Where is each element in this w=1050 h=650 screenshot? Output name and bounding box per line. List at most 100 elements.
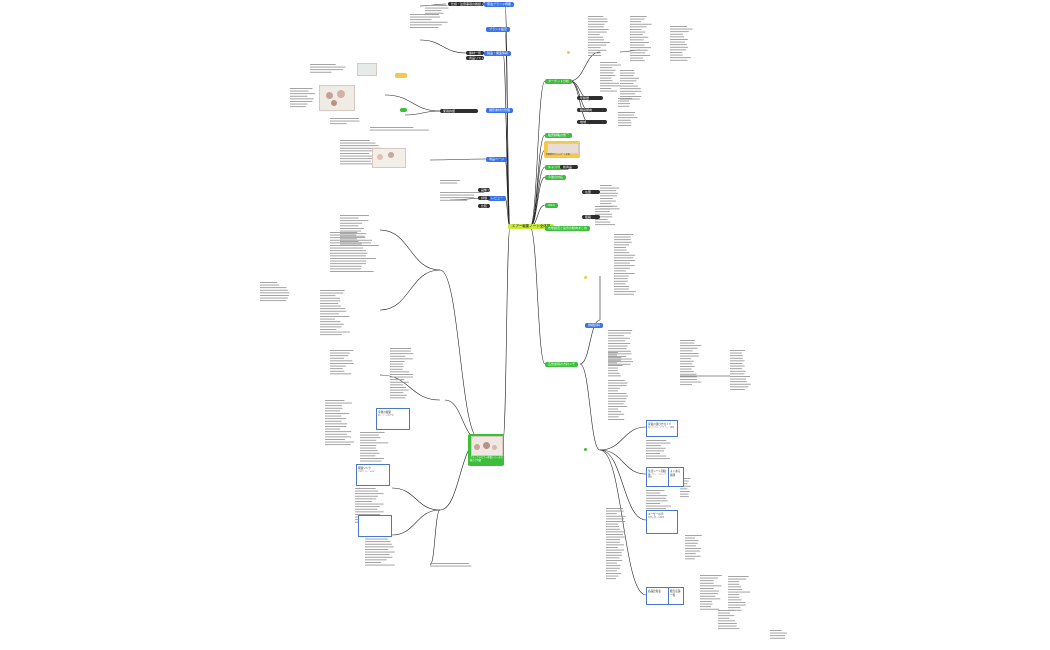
leaf-text-line (355, 503, 384, 505)
leaf-text-line (355, 508, 378, 510)
dark-node-assets[interactable]: 素材一覧 (466, 51, 484, 55)
leaf-text-line (290, 106, 306, 108)
leaf-text-line (608, 411, 622, 413)
leaf-text-line (730, 370, 746, 372)
status-dot-green-1 (566, 134, 569, 137)
leaf-text-line (325, 441, 354, 443)
leaf-text-line (728, 594, 740, 596)
leaf-text-line (614, 236, 631, 238)
info-card-8[interactable]: 関連リンク 公式サイト・SNS (356, 464, 390, 486)
info-card-9[interactable] (358, 515, 392, 537)
branch-sales-strategy[interactable]: 販売戦略の整理 (545, 133, 573, 138)
info-card-1-title: 家電の選び方ガイド (648, 423, 672, 426)
photo-tag-2[interactable] (400, 108, 407, 112)
photo-tag-1[interactable] (395, 73, 407, 78)
dark-node-spec-memo[interactable]: 仕様・注意事項の確認メモ（重要） (448, 2, 484, 6)
leaf-text-line (728, 591, 750, 593)
branch-brand-overview[interactable]: 家電ブランド概要 (484, 2, 515, 7)
leaf-text-line (680, 373, 697, 375)
leaf-text-line (608, 403, 624, 405)
leaf-text-line (340, 238, 357, 240)
root-node[interactable]: エアー編集ノート全体図 (508, 224, 555, 229)
leaf-text-line (310, 66, 346, 68)
leaf-text-line (608, 343, 631, 344)
info-card-5[interactable]: 商品比較表 (646, 587, 670, 605)
branch-products[interactable]: 製品・関連情報 (484, 51, 512, 56)
leaf-text-line (600, 82, 619, 84)
branch-target-analysis[interactable]: ターゲット分析 (545, 79, 573, 84)
branch-campaign[interactable]: キャンペーン (545, 165, 569, 170)
leaf-text-line (430, 565, 472, 567)
leaf-text-line (608, 354, 617, 356)
dark-node-rating[interactable]: 評価 (478, 196, 490, 200)
branch-brand-settings[interactable]: ブランド設定 (486, 27, 511, 32)
leaf-text-line (330, 242, 372, 244)
dark-node-license[interactable]: 使用許諾 (440, 109, 478, 113)
leaf-text-line (340, 150, 372, 152)
connector-sub-right-5 (579, 363, 601, 451)
leaf-text-line (730, 365, 745, 367)
leaf-text-line (680, 345, 702, 347)
branch-reviews[interactable]: レビュー (488, 196, 507, 201)
leaf-text-line (718, 625, 737, 627)
leaf-text-line (588, 16, 604, 17)
highlight-card[interactable]: 季節限定キャンペーン企画 (544, 141, 580, 158)
dark-node-image-folder[interactable]: 画像フォルダ (478, 188, 490, 192)
leaf-text-line (290, 90, 309, 92)
branch-market-research[interactable]: 市場調査と競合の動向まとめ (545, 226, 591, 231)
product-photo-3[interactable] (372, 148, 406, 168)
leaf-text-line (340, 230, 361, 232)
leaf-text-line (390, 384, 404, 386)
leaf-text-line (670, 28, 693, 30)
leaf-text-line (320, 316, 350, 317)
feature-card[interactable]: ナチュラルカラー家電シリーズの魅力と特徴 (468, 434, 504, 466)
info-card-7[interactable]: 今後の展開 新シリーズの予定 (376, 408, 410, 430)
branch-product-page[interactable]: 商品ページ (486, 157, 507, 162)
dark-node-age[interactable]: 年齢層 (577, 96, 603, 100)
leaf-text-line (325, 410, 340, 412)
connector-sub-left-7 (439, 269, 481, 441)
product-photo-2[interactable] (319, 85, 355, 111)
connector-sub-left-13 (391, 509, 441, 536)
dark-node-region[interactable]: 地域 (577, 120, 607, 124)
leaf-text-line (606, 521, 626, 522)
leaf-text-line (330, 360, 353, 362)
leaf-text-line (680, 491, 690, 492)
info-card-7-title: 今後の展開 (378, 411, 391, 414)
dark-node-compare[interactable]: 比較 (478, 204, 490, 208)
info-card-2[interactable]: 生活シーン別提案 キッチン・リビング・寝室 (646, 467, 670, 487)
branch-next-actions[interactable]: 今後の対応 (545, 175, 567, 180)
dark-node-buying[interactable]: 購買傾向 (577, 108, 607, 112)
branch-qa[interactable]: Q&A (545, 203, 558, 208)
leaf-text-line (646, 450, 664, 452)
branch-photo-assets[interactable]: 撮影素材の管理 (486, 108, 514, 113)
leaf-text-line (728, 581, 740, 583)
leaf-text-line (606, 536, 625, 538)
leaf-text-line (646, 442, 671, 444)
leaf-text-line (600, 80, 613, 82)
leaf-text-line (355, 501, 372, 502)
leaf-text-line (606, 508, 623, 509)
info-card-6[interactable]: 販売店舗一覧 (668, 587, 684, 605)
dark-node-stock[interactable]: 在庫 (582, 190, 600, 194)
leaf-text-line (330, 239, 372, 241)
dark-node-new[interactable]: 新商品 (560, 165, 578, 169)
feature-card-label: ナチュラルカラー家電シリーズの魅力と特徴 (470, 456, 503, 462)
leaf-text-line (618, 122, 632, 124)
branch-ad-policy[interactable]: 広告運用の方針メモ (545, 362, 579, 367)
mid-blue-node[interactable]: 詳細資料 (585, 323, 603, 328)
product-photo-1[interactable] (357, 63, 377, 76)
connector-sub-right-8 (599, 449, 647, 521)
leaf-text-line (410, 27, 439, 28)
leaf-text-line (680, 353, 699, 354)
leaf-text-line (700, 580, 714, 582)
leaf-text-line (606, 526, 619, 528)
leaf-text-line (680, 355, 699, 357)
info-card-1[interactable]: 家電の選び方ガイド 使いやすさ・デザイン・価格 (646, 420, 678, 437)
leaf-text-line (325, 439, 346, 440)
info-card-4[interactable]: ユーザーの声 実際に使った感想 (646, 510, 678, 534)
dark-node-product-list[interactable]: 商品リスト (466, 56, 484, 60)
leaf-text-line (680, 366, 695, 367)
dark-node-channel[interactable]: 販路 (582, 215, 600, 219)
info-card-3[interactable]: よくある質問 (668, 467, 684, 487)
